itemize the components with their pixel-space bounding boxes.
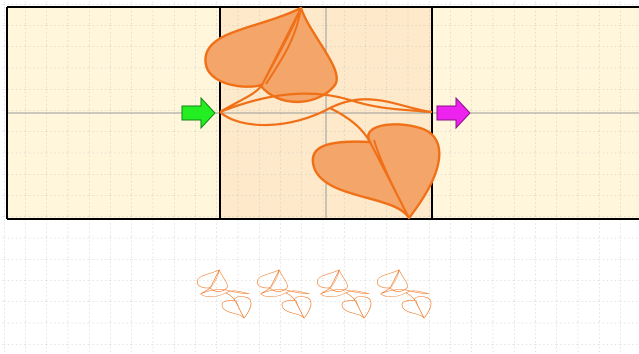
right-arrow-icon[interactable] [181,96,216,130]
right-arrow-icon[interactable] [436,96,471,130]
